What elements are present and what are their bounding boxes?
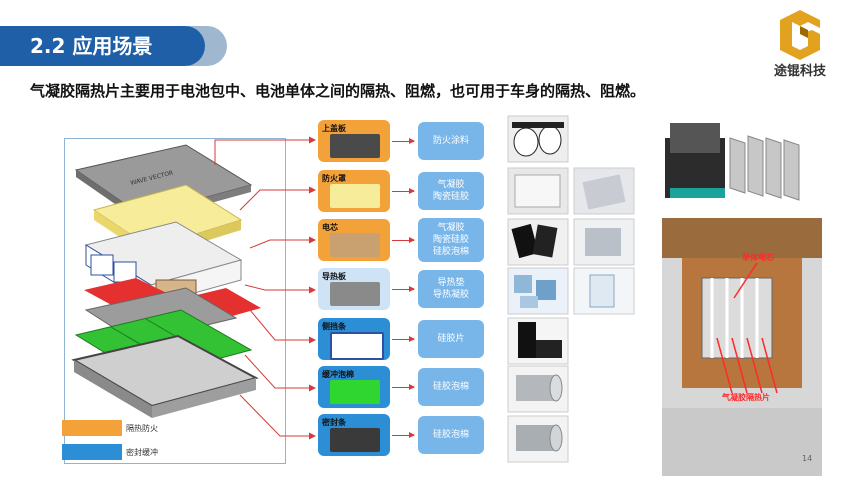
arrow [392,336,415,342]
component-label: 缓冲泡棉 [322,370,354,379]
material-box-buffer-foam: 硅胶泡棉 [418,368,484,406]
material-label: 陶瓷硅胶 [432,192,469,202]
component-buffer-foam: 缓冲泡棉 [318,366,390,408]
material-box-fire-cover: 气凝胶 陶瓷硅胶 [418,172,484,210]
material-box-seal-strip: 硅胶泡棉 [418,416,484,454]
material-label: 陶瓷硅胶 [432,235,469,245]
component-image [330,428,380,452]
aerogel-sheets-photo [665,123,800,201]
component-label: 防火罩 [322,174,346,183]
component-image [330,134,380,158]
material-box-side-strip: 硅胶片 [418,320,484,358]
material-label: 导热凝胶 [432,290,469,300]
arrow [392,237,415,243]
material-label: 导热垫 [437,278,465,288]
component-seal-strip: 密封条 [318,414,390,456]
component-image [330,184,380,208]
material-label: 防火涂料 [432,136,469,146]
arrow [392,384,415,390]
component-label: 密封条 [322,418,346,427]
diagram-frame [64,138,286,464]
logo-text: 途锟科技 [773,64,826,79]
material-label: 硅胶泡棉 [432,382,469,392]
component-image [330,380,380,404]
component-thermal-plate: 导热板 [318,268,390,310]
aerogel-label: 气凝胶隔热片 [721,392,770,402]
legend-label-seal: 密封缓冲 [126,448,158,457]
component-side-strip: 侧挡条 [318,318,390,360]
component-label: 上盖板 [322,124,346,133]
material-label: 硅胶泡棉 [432,430,469,440]
company-logo-icon [780,10,820,60]
battery-module-photo: 单体电芯 气凝胶隔热片 [662,218,822,476]
component-label: 侧挡条 [322,322,346,331]
material-box-cell: 气凝胶 陶瓷硅胶 硅胶泡棉 [418,218,484,262]
legend-label-fire: 隔热防火 [126,424,158,433]
arrow [392,286,415,292]
material-label: 气凝胶 [437,223,465,233]
cell-label: 单体电芯 [742,252,774,262]
component-fire-cover: 防火罩 [318,170,390,212]
component-label: 导热板 [322,272,346,281]
component-image [330,233,380,257]
legend-swatch-seal [62,444,122,460]
legend-swatch-fire [62,420,122,436]
page-number: 14 [802,454,813,463]
arrow [392,432,415,438]
material-box-top-cover: 防火涂料 [418,122,484,160]
component-top-cover: 上盖板 [318,120,390,162]
material-box-thermal-plate: 导热垫 导热凝胶 [418,270,484,308]
arrow [392,188,415,194]
component-label: 电芯 [322,223,338,232]
subtitle: 气凝胶隔热片主要用于电池包中、电池单体之间的隔热、阻燃，也可用于车身的隔热、阻燃… [30,82,646,100]
arrow [392,138,415,144]
material-label: 硅胶泡棉 [432,247,469,257]
component-image [330,282,380,306]
component-cell: 电芯 [318,219,390,261]
component-image [330,332,384,360]
battery-pack-diagram: WAVE VECTOR [71,144,261,418]
material-label: 气凝胶 [437,180,465,190]
material-label: 硅胶片 [437,334,465,344]
